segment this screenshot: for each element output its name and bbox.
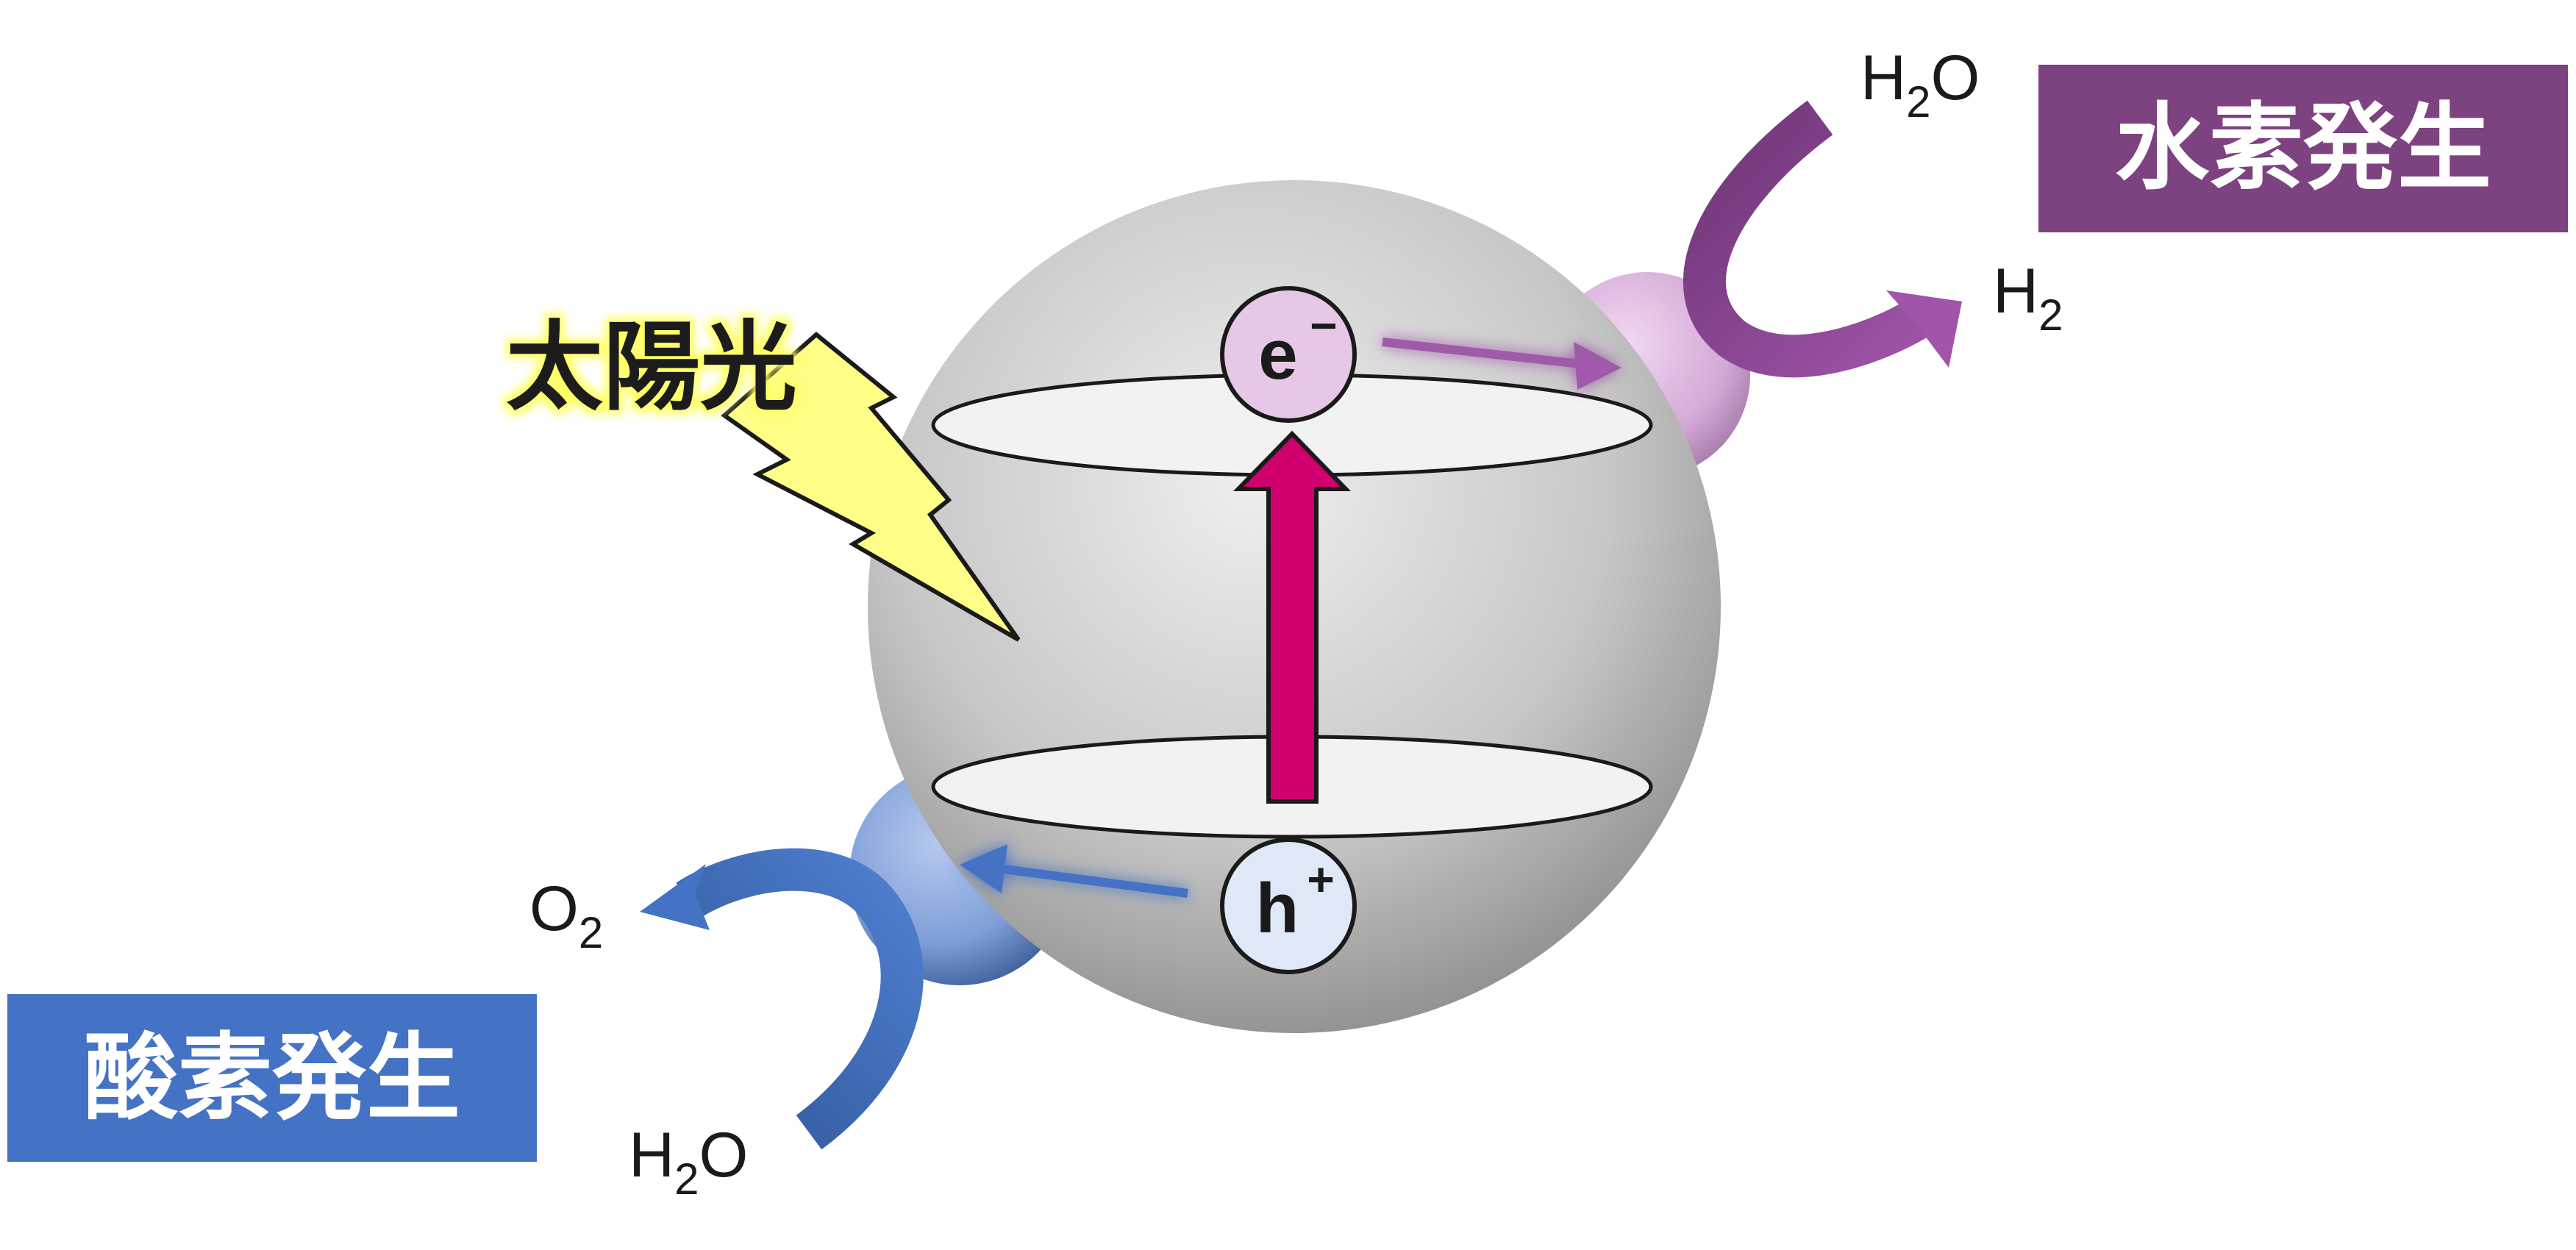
hole-transfer-arrow [960, 844, 1188, 898]
hydrogen-evolution-box: 水素発生 [2038, 65, 2568, 232]
water-bottom-formula: H2O [629, 1120, 748, 1204]
water-top-formula: H2O [1860, 43, 1980, 126]
electron-charge: − [1310, 299, 1337, 352]
electron-particle: e − [1220, 286, 1357, 423]
excitation-arrow [1232, 430, 1352, 804]
oxygen-evolution-label: 酸素発生 [84, 1024, 460, 1133]
oxygen-formula: O2 [529, 874, 603, 957]
hydrogen-formula: H2 [1993, 256, 2063, 340]
hole-symbol: h [1256, 869, 1299, 948]
sunlight-bolt-icon [721, 332, 1021, 642]
hole-charge: + [1307, 853, 1334, 906]
hydrogen-evolution-label: 水素発生 [2115, 93, 2491, 203]
oxygen-evolution-box: 酸素発生 [7, 994, 537, 1162]
electron-transfer-arrow [1382, 338, 1621, 390]
hydrogen-reaction-arrow [1683, 100, 1962, 378]
hole-particle: h + [1220, 838, 1357, 974]
electron-symbol: e [1258, 315, 1297, 394]
sunlight-label: 太陽光 [506, 311, 797, 424]
oxygen-reaction-arrow [640, 848, 924, 1150]
